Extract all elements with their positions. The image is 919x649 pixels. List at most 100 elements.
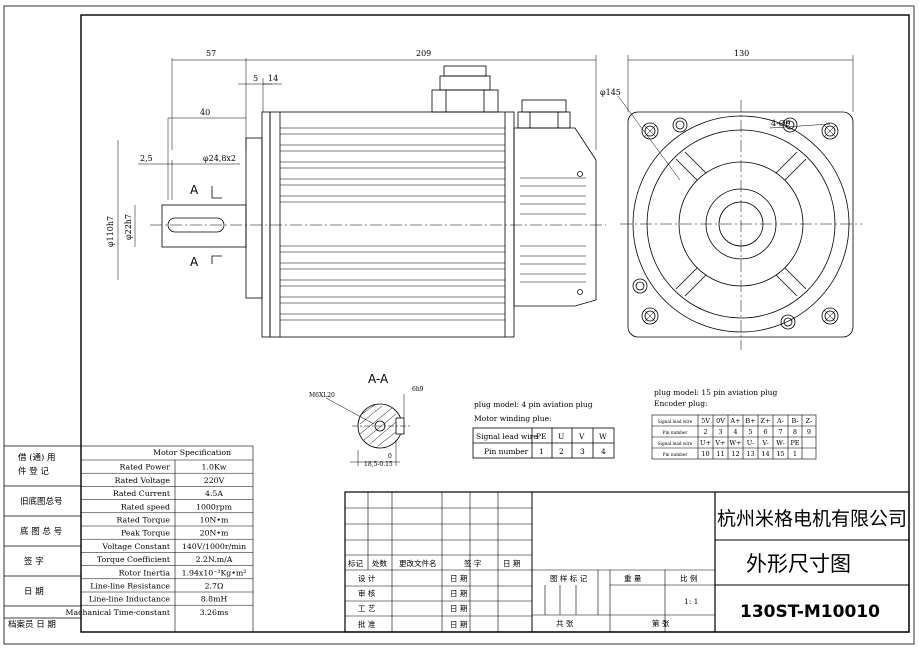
spec-value: 10N•m [200, 516, 229, 525]
dim-zero: 0 [388, 453, 392, 460]
spec-value: 1.0Kw [202, 463, 227, 472]
role-review: 审 核 [358, 588, 376, 598]
role-process: 工 艺 [358, 604, 375, 613]
dim-40: 40 [200, 108, 210, 117]
rev-head-5: 日 期 [503, 559, 520, 568]
spec-value: 8.8mH [201, 595, 228, 604]
left-strip [4, 445, 81, 619]
role-approve: 批 准 [358, 619, 376, 629]
left-label-4: 底 图 总 号 [20, 526, 62, 537]
left-label-6: 日 期 [24, 587, 44, 597]
plug15-cell: U+ [700, 439, 711, 447]
plug15-cell: 6 [763, 428, 767, 436]
rev-head-1: 标记 [348, 558, 363, 568]
spec-param: Rated Voltage [115, 476, 171, 485]
dim-14: 14 [268, 74, 278, 83]
date-label-4: 日 期 [450, 620, 467, 629]
plug15-cell: V+ [714, 439, 725, 447]
scale-value: 1: 1 [684, 597, 698, 606]
plug15-cell: Z- [806, 417, 813, 425]
left-label-2: 件 登 记 [18, 466, 49, 477]
total-sheets-label: 共 张 [556, 619, 574, 628]
title-block [344, 491, 910, 633]
plug15-cell: A+ [729, 417, 740, 425]
plug15-cell: A- [776, 417, 784, 425]
cut-label-top: A [190, 183, 199, 197]
spec-param: Rated Torque [116, 516, 170, 525]
side-view [117, 55, 606, 338]
left-label-1: 借 (通) 用 [18, 452, 56, 463]
plug15-cell: 8 [793, 428, 797, 436]
spec-value: 140V/1000r/min [182, 542, 246, 551]
plug15-cell: 13 [746, 450, 754, 458]
spec-title: Motor Specification [153, 448, 231, 457]
spec-param: Machanical Time-constant [65, 608, 170, 617]
left-label-7: 档案员 日 期 [8, 619, 56, 630]
plug4-table [472, 427, 615, 459]
spec-param: Rated speed [121, 502, 170, 511]
plug15-cell: W- [776, 439, 784, 447]
dim-5: 5 [253, 74, 258, 83]
plug4-head-label: Signal lead wire [476, 432, 538, 441]
spec-value: 20N•m [200, 529, 229, 538]
plug4-row-label: Pin number [484, 447, 529, 456]
rev-head-2: 处数 [372, 558, 387, 568]
plug15-cell: Z+ [761, 417, 771, 425]
plug15-row-label: Signal lead wire [658, 419, 693, 424]
plug4-head-4: W [599, 432, 607, 441]
plug4-row-1: 1 [539, 447, 544, 456]
spec-param: Rotor Inertia [119, 568, 171, 577]
plug15-cell: 0V [716, 417, 725, 425]
weight-label: 重 量 [624, 574, 642, 583]
dim-m6: M6XL20 [309, 392, 335, 399]
model-number: 130ST-M10010 [740, 602, 880, 622]
plug15-cell: 5V [701, 417, 710, 425]
spec-param: Peak Torque [121, 529, 170, 538]
plug15-cell: 10 [701, 450, 709, 458]
plug15-cell: B+ [745, 417, 755, 425]
spec-param: Rated Current [113, 489, 171, 498]
rev-head-3: 更改文件名 [399, 558, 437, 568]
plug4-row-2: 2 [559, 447, 564, 456]
plug15-cell: 3 [718, 428, 722, 436]
plug15-cell: 7 [778, 428, 782, 436]
plug15-row-label: Signal lead wire [658, 441, 693, 446]
plug4-row-3: 3 [580, 447, 585, 456]
section-title: A-A [368, 372, 389, 386]
plug15-cell: U- [747, 439, 755, 447]
plug15-cell: W+ [729, 439, 741, 447]
dim-6h9: 6h9 [412, 386, 424, 393]
date-label-3: 日 期 [450, 604, 467, 613]
spec-value: 220V [204, 476, 225, 485]
spec-param: Line-line Resistance [90, 582, 170, 591]
plug15-model: plug model: 15 pin aviation plug [654, 388, 777, 397]
role-design: 设 计 [358, 573, 376, 583]
rev-head-4: 签 字 [464, 558, 481, 568]
plug4-head-1: PE [536, 432, 547, 441]
plug4-title: Motor winding plue: [474, 414, 552, 423]
plug15-cell: 5 [748, 428, 752, 436]
plug15-cell: 15 [776, 450, 784, 458]
dim-209: 209 [416, 49, 431, 58]
spec-value: 1000rpm [196, 502, 233, 511]
plug15-cell: 9 [807, 428, 811, 436]
plug15-title: Encoder plug: [654, 399, 708, 408]
spec-value: 2.7Ω [205, 582, 224, 591]
plug15-cell: PE [790, 439, 799, 447]
left-label-3: 旧底图总号 [20, 496, 63, 507]
date-label-1: 日 期 [450, 574, 467, 583]
dim-130: 130 [734, 49, 749, 58]
spec-value: 1.94x10⁻³Kg•m² [182, 568, 247, 577]
dim-110: φ110h7 [106, 216, 115, 247]
date-label-2: 日 期 [450, 589, 467, 598]
plug15-cell: 14 [761, 450, 769, 458]
plug15-cell: 1 [793, 450, 797, 458]
plug15-cell: 4 [733, 428, 737, 436]
spec-value: 3.26ms [200, 608, 229, 617]
plug15-cell: 11 [716, 450, 724, 458]
dim-18-5: 18,5-0.15 [364, 461, 393, 468]
plug15-row-label: Pin number [663, 452, 688, 457]
plug15-row-label: Pin number [663, 430, 688, 435]
